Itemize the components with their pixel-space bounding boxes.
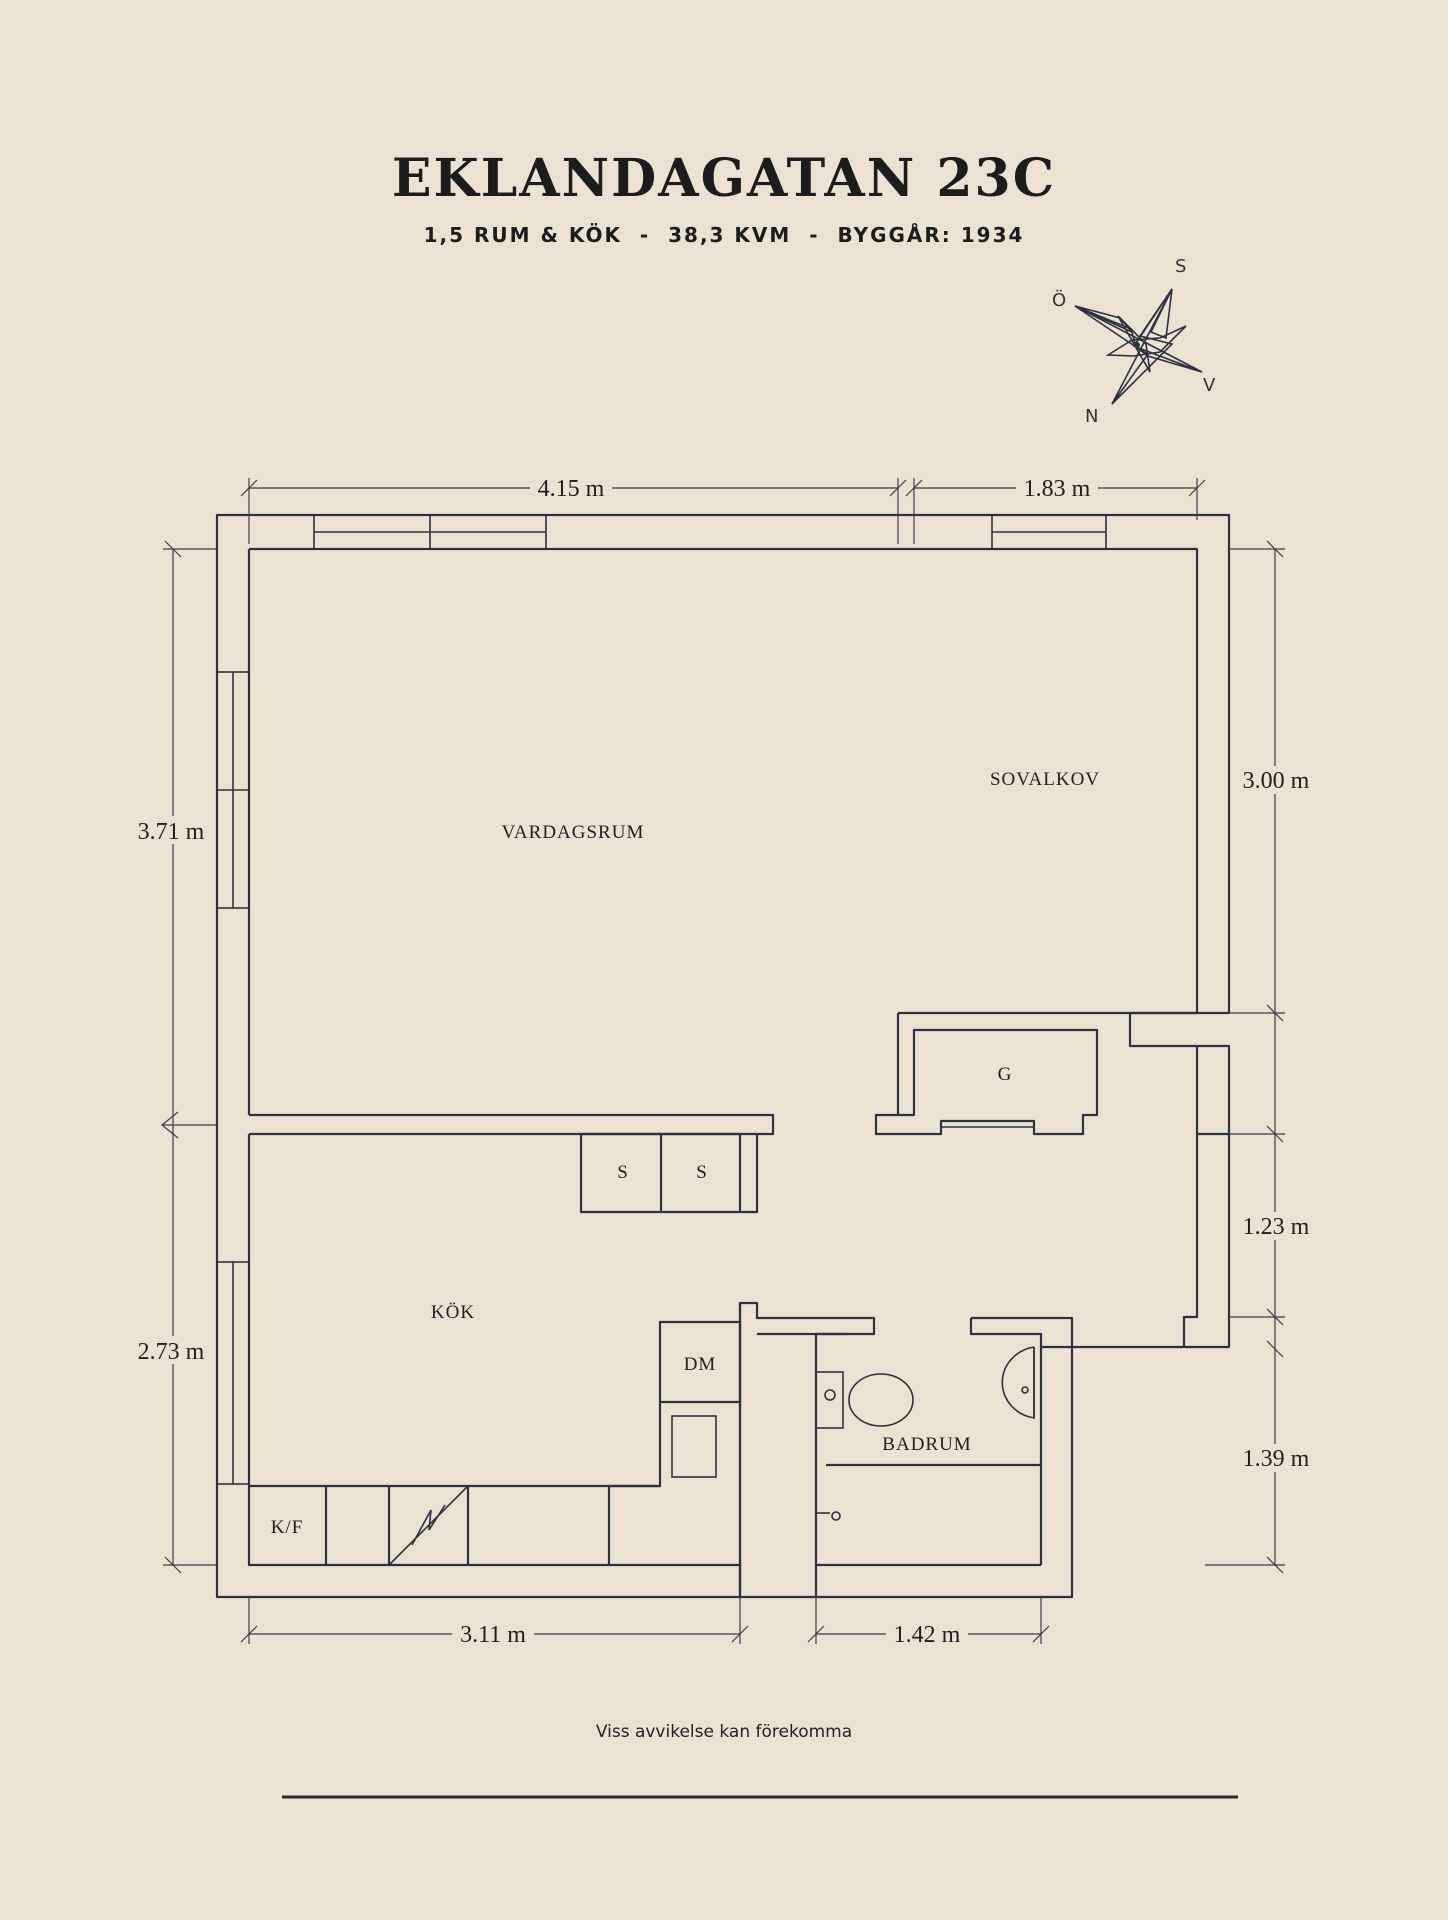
dimension-right-lower: 1.39 m [1243, 1446, 1310, 1472]
compass-rose-icon [1074, 288, 1203, 405]
room-label-kyl-frys: K/F [271, 1517, 304, 1538]
compass-west-label: V [1203, 375, 1216, 396]
window-top-right [991, 514, 1107, 550]
dimension-right-upper: 3.00 m [1243, 768, 1310, 794]
toilet-icon [815, 1371, 914, 1429]
outer-walls [215, 513, 1231, 1599]
disclaimer-text: Viss avvikelse kan förekomma [595, 1722, 853, 1742]
sink-icon [1001, 1346, 1035, 1419]
stove-icon [388, 1485, 469, 1566]
room-label-kok: KÖK [431, 1302, 475, 1323]
room-label-skap-1: S [617, 1162, 629, 1183]
compass-south-label: S [1175, 256, 1186, 277]
dimension-left-lower: 2.73 m [138, 1339, 205, 1365]
window-top-left [313, 514, 547, 550]
room-label-garderob: G [998, 1064, 1013, 1085]
compass-north-label: N [1085, 406, 1098, 427]
interior-walls [249, 1011, 1197, 1597]
shower-head-icon [816, 1511, 841, 1521]
dimension-bottom-left: 3.11 m [460, 1622, 526, 1648]
dimension-left-upper: 3.71 m [138, 819, 205, 845]
room-label-vardagsrum: VARDAGSRUM [502, 822, 645, 843]
page-title: EKLANDAGATAN 23C [391, 148, 1057, 209]
room-label-badrum: BADRUM [882, 1434, 971, 1455]
property-summary: 1,5 RUM & KÖK - 38,3 KVM - BYGGÅR: 1934 [423, 223, 1025, 247]
window-left-upper [216, 671, 250, 909]
dimension-top-right: 1.83 m [1024, 476, 1091, 502]
window-left-lower [216, 1261, 250, 1485]
room-label-skap-2: S [696, 1162, 708, 1183]
dimension-top-left: 4.15 m [538, 476, 605, 502]
dimension-bottom-right: 1.42 m [894, 1622, 961, 1648]
room-label-diskmaskin: DM [684, 1354, 717, 1375]
dimension-lines [161, 478, 1285, 1644]
dimension-right-middle: 1.23 m [1243, 1214, 1310, 1240]
room-label-sovalkov: SOVALKOV [990, 769, 1100, 790]
compass-east-label: Ö [1052, 289, 1066, 311]
